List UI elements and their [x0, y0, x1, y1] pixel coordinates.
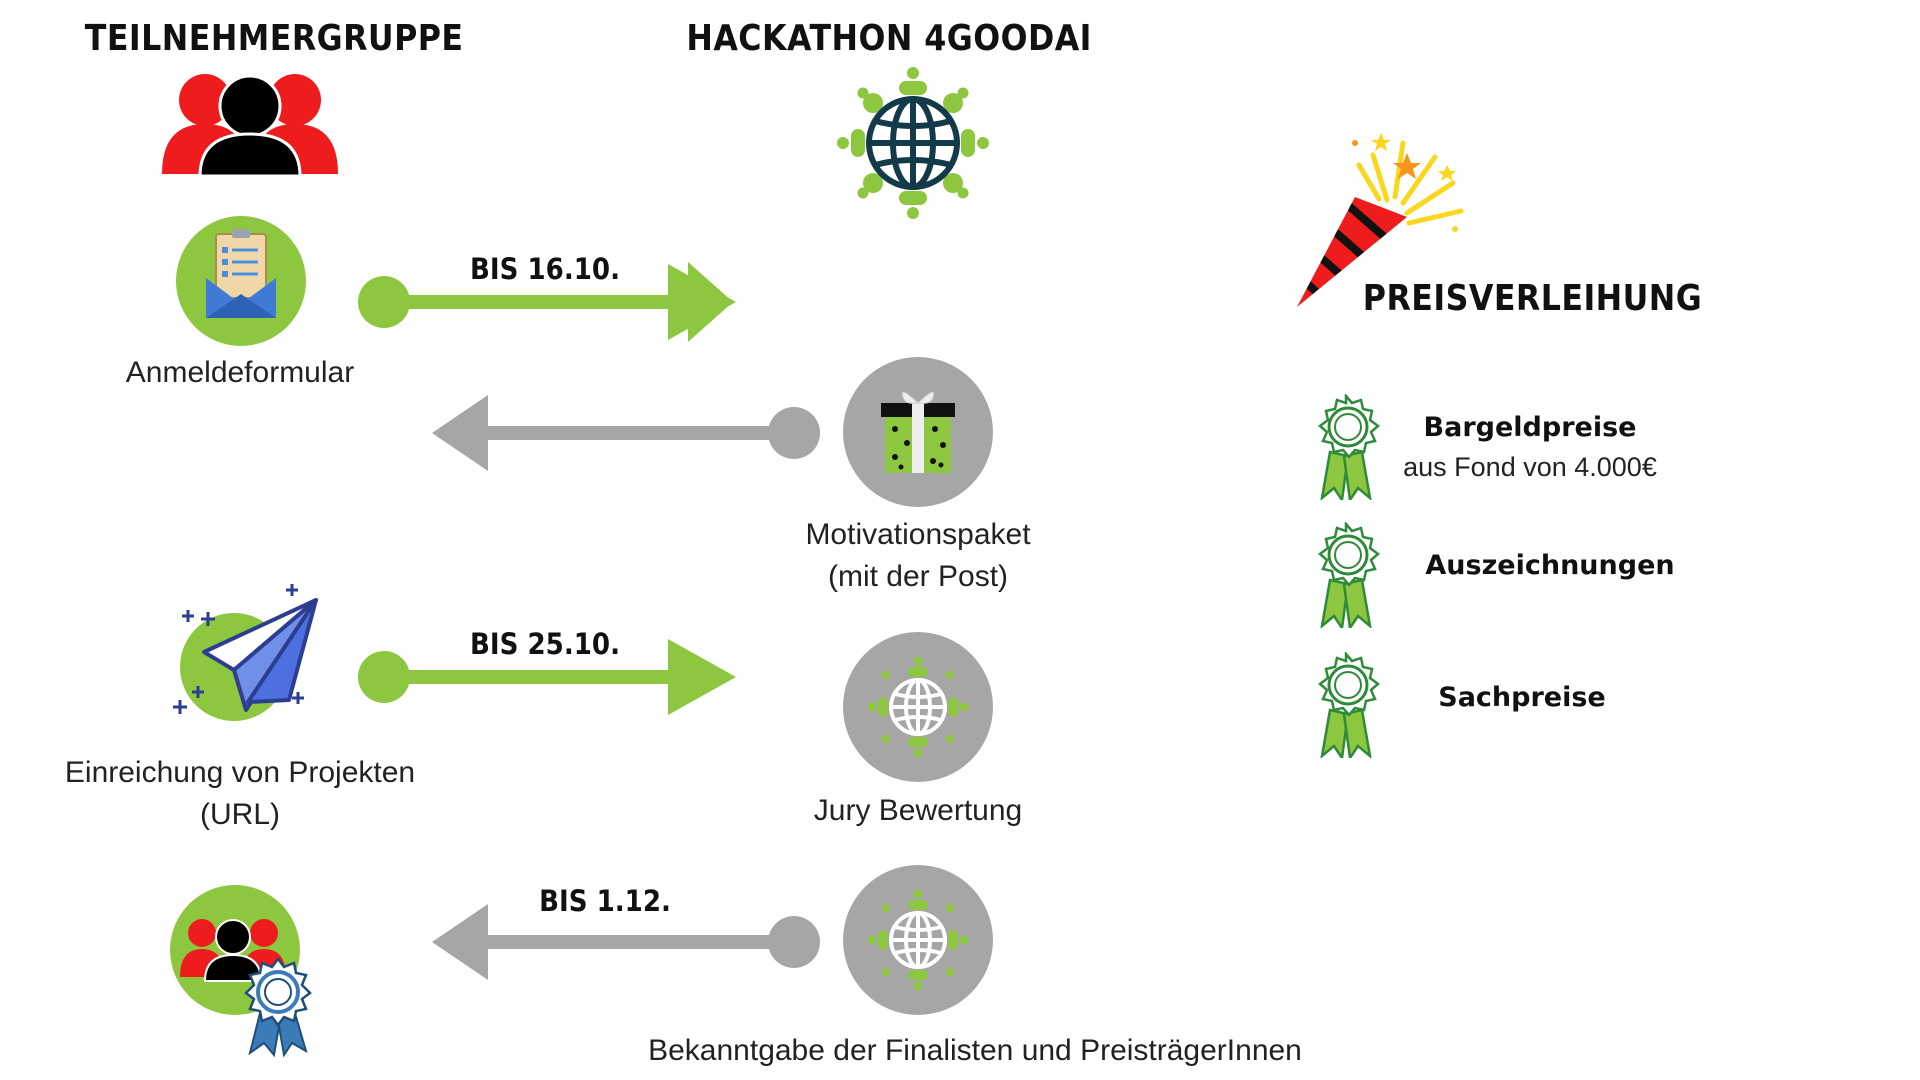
jury-caption: Jury Bewertung — [813, 794, 1023, 827]
registration-caption: Anmeldeformular — [125, 356, 355, 389]
prize-title-material: Sachpreise — [1438, 682, 1606, 713]
submission-caption-line2: (URL) — [200, 798, 280, 831]
hackathon-heading: HACKATHON 4GOODAI — [686, 18, 1092, 59]
motivation-caption-line1: Motivationspaket — [805, 518, 1031, 551]
party-popper-icon — [1295, 125, 1465, 310]
motivation-gift-icon — [843, 357, 993, 507]
rosette-icon-material — [1308, 652, 1384, 758]
rosette-icon-cash — [1308, 394, 1384, 500]
arrow-submission-to-hackathon — [358, 637, 738, 717]
participant-group-icon — [160, 62, 340, 177]
motivation-caption-line2: (mit der Post) — [827, 560, 1009, 593]
rosette-icon-awards — [1308, 522, 1384, 628]
deadline-label-registration: BIS 16.10. — [470, 252, 620, 286]
participants-heading: TEILNEHMERGRUPPE — [84, 18, 464, 59]
registration-form-icon — [176, 216, 306, 346]
hackathon-globe-icon — [835, 65, 991, 221]
announcement-caption: Bekanntgabe der Finalisten und Preisträg… — [648, 1034, 1302, 1067]
prize-title-cash: Bargeldpreise — [1423, 412, 1637, 443]
deadline-label-submission: BIS 25.10. — [470, 627, 620, 661]
prize-subtitle-cash: aus Fond von 4.000€ — [1403, 452, 1657, 482]
arrow-registration-to-hackathon — [358, 262, 738, 342]
submission-caption-line1: Einreichung von Projekten — [64, 756, 416, 789]
winners-group-award-icon — [170, 885, 320, 1060]
arrow-announcement-to-participants — [432, 902, 822, 982]
arrow-motivation-to-participants — [432, 393, 822, 473]
awards-heading: PREISVERLEIHUNG — [1362, 278, 1703, 319]
prize-title-awards: Auszeichnungen — [1425, 550, 1675, 581]
deadline-label-announcement: BIS 1.12. — [539, 884, 671, 918]
announcement-globe-icon — [843, 865, 993, 1015]
jury-globe-icon — [843, 632, 993, 782]
submission-paper-plane-icon — [164, 582, 324, 722]
